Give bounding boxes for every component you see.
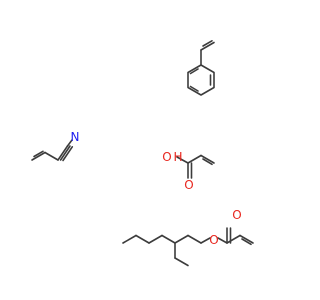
vinyl-double-bond xyxy=(200,154,215,164)
nitrogen-label: N xyxy=(71,130,80,144)
single-bond xyxy=(44,151,59,161)
acryl-double-bond-inner xyxy=(241,238,252,246)
ester-c-bond xyxy=(217,237,228,244)
nitrile-bond-c xyxy=(62,146,74,162)
vinyl-double-bond xyxy=(200,41,215,51)
carbon-bond xyxy=(187,154,202,164)
acrylonitrile-structure: N xyxy=(31,130,80,162)
chain-bond-3 xyxy=(148,234,163,244)
chain-bond-5 xyxy=(174,234,189,244)
vinyl-double-bond-inner xyxy=(33,150,44,158)
acryl-double-bond xyxy=(239,234,254,244)
acrylic-acid-structure: O H O xyxy=(162,150,215,192)
benzene-ring xyxy=(187,64,215,96)
ester-carbonyl-oxygen-label: O xyxy=(232,208,241,222)
ring-double-bond-3 xyxy=(189,68,199,75)
vinyl-double-bond xyxy=(31,151,46,161)
chain-bond-1 xyxy=(122,234,137,244)
hydroxyl-oxygen-label: O xyxy=(162,150,171,164)
background xyxy=(0,0,300,300)
hydroxyl-h-label: H xyxy=(173,150,182,164)
oh-bond xyxy=(176,156,189,164)
vinyl-double-bond-inner xyxy=(202,158,213,166)
ethyl-bond-2 xyxy=(174,257,189,267)
nitrile-bond-b xyxy=(59,145,71,161)
vinyl-double-bond-inner xyxy=(202,39,213,47)
nitrile-bond-a xyxy=(57,145,69,161)
acryl-bond xyxy=(226,234,241,244)
chain-bond-4 xyxy=(161,234,176,244)
ester-oxygen-label: O xyxy=(209,233,218,247)
ring-double-bond-2 xyxy=(189,85,199,92)
2-ethylhexyl-acrylate-structure: O O xyxy=(122,208,254,267)
chemical-structures-canvas: N O H O O O xyxy=(0,0,300,300)
styrene-structure xyxy=(187,39,215,96)
chain-bond-2 xyxy=(135,234,150,244)
chain-bond-6 xyxy=(187,234,202,244)
carbonyl-oxygen-label: O xyxy=(184,178,193,192)
nitrile-bond-to-n xyxy=(66,139,73,147)
ester-o-bond xyxy=(200,237,211,244)
